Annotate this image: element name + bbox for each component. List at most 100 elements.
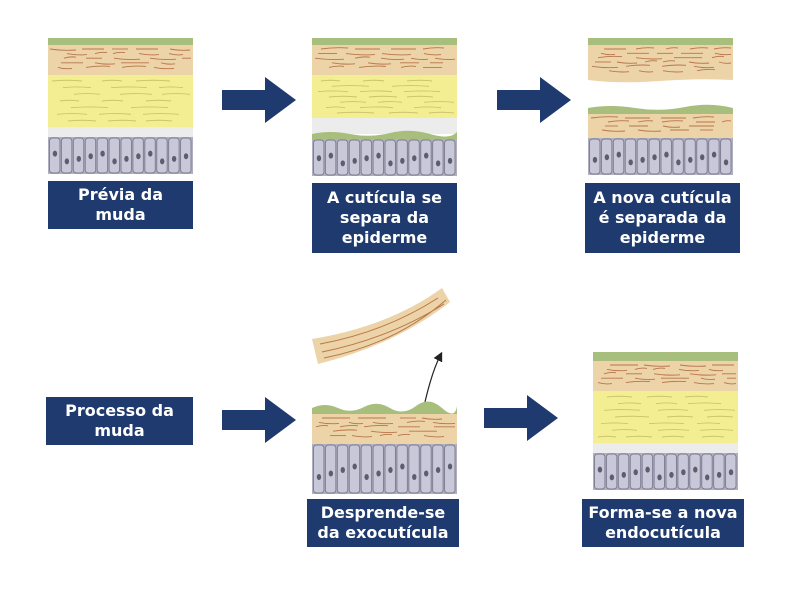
stage-5-tissue xyxy=(593,352,738,490)
epidermis-cell xyxy=(168,137,180,174)
cell-nucleus xyxy=(316,474,322,480)
cell-nucleus xyxy=(681,469,686,476)
cell-nucleus xyxy=(616,151,621,158)
exocuticle-layer xyxy=(593,361,738,391)
epidermis-cell xyxy=(589,138,601,175)
cell-nucleus xyxy=(364,474,369,480)
cell-nucleus xyxy=(171,155,177,162)
epidermis-cell xyxy=(348,139,361,176)
cell-nucleus xyxy=(592,156,598,163)
epidermis-cell xyxy=(672,138,684,175)
epidermis-cell xyxy=(684,138,696,175)
cell-nucleus xyxy=(609,474,615,481)
epidermis-cell xyxy=(444,139,456,176)
cell-nucleus xyxy=(447,157,453,164)
cell-nucleus xyxy=(388,160,393,167)
epidermis-cell xyxy=(120,137,132,174)
epidermis-cells xyxy=(48,137,193,174)
epidermis-cell xyxy=(665,453,677,490)
cell-nucleus xyxy=(435,160,441,167)
cell-nucleus xyxy=(700,154,705,161)
cell-nucleus xyxy=(412,474,417,480)
stage-2-tissue xyxy=(312,38,457,176)
cell-nucleus xyxy=(124,155,129,162)
cell-nucleus xyxy=(364,155,369,162)
stage-5-caption: Forma-se a nova endocutícula xyxy=(582,499,744,547)
cell-nucleus xyxy=(669,471,674,478)
endocuticle-layer xyxy=(593,391,738,443)
cell-nucleus xyxy=(621,471,626,478)
cell-nucleus xyxy=(400,463,405,470)
cell-nucleus xyxy=(628,159,633,166)
stage-3-caption: A nova cutícula é separada da epiderme xyxy=(585,183,740,253)
epidermis-cell xyxy=(336,139,349,176)
stage-3-tissue xyxy=(588,38,733,175)
cell-nucleus xyxy=(148,150,153,157)
stage-1-caption: Prévia da muda xyxy=(48,181,193,229)
epidermis-cell xyxy=(156,137,168,174)
epidermis-cell xyxy=(408,444,420,494)
right-arrow-icon xyxy=(497,77,571,123)
epidermis-cell xyxy=(313,444,325,494)
cell-nucleus xyxy=(352,463,357,470)
cell-nucleus xyxy=(688,156,693,163)
epidermis-cell xyxy=(72,137,85,174)
cell-nucleus xyxy=(64,158,70,165)
epidermis-cell xyxy=(432,139,444,176)
epidermis-cell xyxy=(372,444,384,494)
shed-exocuticle xyxy=(312,288,450,364)
cell-nucleus xyxy=(645,466,650,473)
epidermis-cell xyxy=(420,444,432,494)
epidermis-cell xyxy=(324,444,337,494)
stage-4-caption: Desprende-se da exocutícula xyxy=(307,499,459,547)
cell-nucleus xyxy=(352,157,357,164)
epidermis-cells xyxy=(593,453,738,490)
curved-arrow-icon xyxy=(424,351,443,403)
cell-nucleus xyxy=(88,153,93,160)
cell-nucleus xyxy=(640,156,645,163)
cell-nucleus xyxy=(388,467,393,473)
cell-nucleus xyxy=(664,151,669,158)
epidermis-cells xyxy=(312,444,457,494)
cell-nucleus xyxy=(447,463,453,470)
epidermis-cells xyxy=(312,139,457,176)
new-epicuticle-layer xyxy=(588,104,733,114)
molting-fluid-layer xyxy=(312,118,457,134)
cell-nucleus xyxy=(100,150,105,157)
epidermis-cell xyxy=(701,453,713,490)
cell-nucleus xyxy=(376,152,381,159)
stage-2-caption: A cutícula se separa da epiderme xyxy=(312,183,457,253)
cell-nucleus xyxy=(328,152,334,159)
cell-nucleus xyxy=(183,153,189,160)
epidermis-cell xyxy=(636,138,649,175)
cell-nucleus xyxy=(340,467,345,473)
cell-nucleus xyxy=(652,154,657,161)
cell-nucleus xyxy=(604,154,610,161)
epidermis-cell xyxy=(653,453,665,490)
cell-nucleus xyxy=(633,469,638,476)
process-label: Processo da muda xyxy=(46,397,193,445)
cell-nucleus xyxy=(435,467,441,473)
cell-nucleus xyxy=(728,469,734,476)
epicuticle-layer xyxy=(588,38,733,45)
cell-nucleus xyxy=(412,155,417,162)
epidermis-cell xyxy=(624,138,637,175)
cell-nucleus xyxy=(657,474,662,481)
epidermis-cells xyxy=(588,138,733,175)
cell-nucleus xyxy=(705,474,710,481)
shed-exocuticle-fibers xyxy=(319,297,447,359)
cell-nucleus xyxy=(136,153,141,160)
cell-nucleus xyxy=(328,470,334,477)
cuticle-layer xyxy=(312,414,457,444)
old-exocuticle-layer xyxy=(588,45,733,83)
cell-nucleus xyxy=(424,152,429,159)
epidermis-cell xyxy=(617,453,630,490)
right-arrow-icon xyxy=(484,395,558,441)
epidermis-cell xyxy=(108,137,120,174)
cell-nucleus xyxy=(693,466,698,473)
cell-nucleus xyxy=(160,158,165,165)
epicuticle-layer xyxy=(312,401,457,414)
cell-nucleus xyxy=(424,470,429,477)
epidermis-cell xyxy=(605,453,618,490)
exocuticle-layer xyxy=(312,45,457,75)
